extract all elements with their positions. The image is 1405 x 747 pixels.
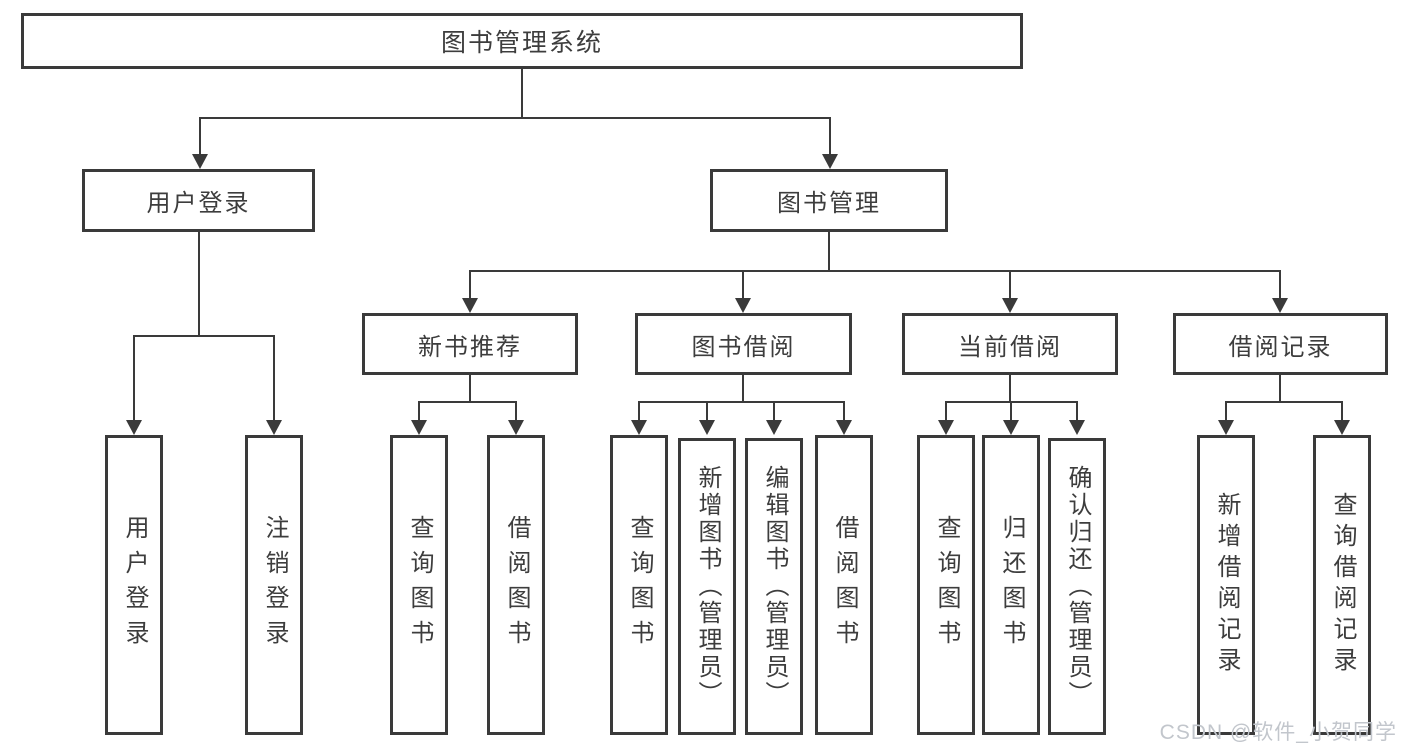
- arrow-down-icon: [836, 420, 852, 435]
- connector-login-bar: [133, 335, 275, 337]
- node-user-login-label: 用户登录: [146, 190, 251, 217]
- arrow-down-icon: [822, 154, 838, 169]
- connector-records-stem: [1279, 375, 1281, 403]
- connector-current-drop-1: [945, 401, 947, 420]
- arrow-down-icon: [766, 420, 782, 435]
- connector-borrow-bar: [638, 401, 845, 403]
- node-root-label: 图书管理系统: [440, 29, 603, 57]
- connector-mgmt-bar: [469, 270, 1281, 272]
- connector-current-stem: [1009, 375, 1011, 403]
- leaf-current-query-books: 查询图书: [917, 435, 975, 735]
- node-borrow-records-label: 借阅记录: [1228, 333, 1333, 361]
- connector-current-drop-3: [1076, 401, 1078, 420]
- arrow-down-icon: [462, 298, 478, 313]
- arrow-down-icon: [1218, 420, 1234, 435]
- arrow-down-icon: [192, 154, 208, 169]
- leaf-recommend-borrow-books-label: 借阅图书: [503, 515, 530, 655]
- connector-recommend-drop-2: [515, 401, 517, 420]
- arrow-down-icon: [699, 420, 715, 435]
- node-book-management: 图书管理: [710, 169, 948, 232]
- arrow-down-icon: [631, 420, 647, 435]
- csdn-watermark: CSDN @软件_小贺同学: [1159, 721, 1397, 744]
- node-root: 图书管理系统: [21, 13, 1023, 69]
- connector-records-bar: [1225, 401, 1343, 403]
- leaf-user-login: 用户登录: [105, 435, 163, 735]
- node-book-management-label: 图书管理: [777, 190, 881, 217]
- leaf-edit-books-admin: 编辑图书（管理员）: [745, 438, 803, 735]
- leaf-recommend-query-books: 查询图书: [390, 435, 448, 735]
- arrow-down-icon: [735, 298, 751, 313]
- leaf-edit-books-admin-label: 编辑图书（管理员）: [761, 465, 788, 708]
- leaf-add-books-admin-label: 新增图书（管理员）: [694, 465, 721, 708]
- arrow-down-icon: [938, 420, 954, 435]
- arrow-down-icon: [126, 420, 142, 435]
- leaf-borrow-query-books-label: 查询图书: [626, 515, 653, 655]
- arrow-down-icon: [411, 420, 427, 435]
- connector-root-stem: [521, 69, 523, 118]
- leaf-query-borrow-record: 查询借阅记录: [1313, 435, 1371, 735]
- arrow-down-icon: [1002, 298, 1018, 313]
- leaf-add-borrow-record-label: 新增借阅记录: [1213, 492, 1240, 678]
- connector-root-drop-right: [829, 117, 831, 154]
- leaf-recommend-borrow-books: 借阅图书: [487, 435, 545, 735]
- leaf-current-query-books-label: 查询图书: [933, 515, 960, 655]
- connector-borrow-drop-2: [706, 401, 708, 420]
- connector-records-drop-2: [1341, 401, 1343, 420]
- arrow-down-icon: [1334, 420, 1350, 435]
- node-current-borrow-label: 当前借阅: [958, 333, 1062, 361]
- connector-root-drop-left: [199, 117, 201, 154]
- leaf-logout: 注销登录: [245, 435, 303, 735]
- arrow-down-icon: [1069, 420, 1085, 435]
- arrow-down-icon: [1272, 298, 1288, 313]
- leaf-logout-label: 注销登录: [261, 515, 288, 655]
- connector-recommend-drop-1: [418, 401, 420, 420]
- connector-records-drop-1: [1225, 401, 1227, 420]
- arrow-down-icon: [266, 420, 282, 435]
- node-current-borrow: 当前借阅: [902, 313, 1118, 375]
- arrow-down-icon: [508, 420, 524, 435]
- leaf-borrow-books-label: 借阅图书: [831, 515, 858, 655]
- connector-mgmt-drop-3: [1009, 270, 1011, 298]
- connector-borrow-stem: [742, 375, 744, 403]
- leaf-add-borrow-record: 新增借阅记录: [1197, 435, 1255, 735]
- arrow-down-icon: [1003, 420, 1019, 435]
- node-book-borrow: 图书借阅: [635, 313, 852, 375]
- leaf-return-books: 归还图书: [982, 435, 1040, 735]
- leaf-user-login-label: 用户登录: [121, 515, 148, 655]
- node-book-borrow-label: 图书借阅: [691, 333, 796, 361]
- connector-mgmt-drop-1: [469, 270, 471, 298]
- connector-recommend-stem: [469, 375, 471, 403]
- node-user-login: 用户登录: [82, 169, 315, 232]
- connector-recommend-bar: [418, 401, 517, 403]
- connector-root-bar: [199, 117, 831, 119]
- connector-login-stem: [198, 232, 200, 337]
- connector-borrow-drop-3: [773, 401, 775, 420]
- leaf-confirm-return-admin: 确认归还（管理员）: [1048, 438, 1106, 735]
- connector-current-drop-2: [1010, 401, 1012, 420]
- connector-login-drop-1: [133, 335, 135, 420]
- connector-mgmt-drop-2: [742, 270, 744, 298]
- leaf-borrow-query-books: 查询图书: [610, 435, 668, 735]
- leaf-query-borrow-record-label: 查询借阅记录: [1329, 492, 1356, 678]
- node-new-book-recommend: 新书推荐: [362, 313, 578, 375]
- connector-mgmt-stem: [828, 232, 830, 272]
- node-borrow-records: 借阅记录: [1173, 313, 1388, 375]
- leaf-return-books-label: 归还图书: [998, 515, 1025, 655]
- leaf-add-books-admin: 新增图书（管理员）: [678, 438, 736, 735]
- connector-mgmt-drop-4: [1279, 270, 1281, 298]
- connector-login-drop-2: [273, 335, 275, 420]
- leaf-recommend-query-books-label: 查询图书: [406, 515, 433, 655]
- leaf-borrow-books: 借阅图书: [815, 435, 873, 735]
- connector-borrow-drop-1: [638, 401, 640, 420]
- node-new-book-recommend-label: 新书推荐: [418, 333, 522, 361]
- leaf-confirm-return-admin-label: 确认归还（管理员）: [1064, 465, 1091, 708]
- connector-borrow-drop-4: [843, 401, 845, 420]
